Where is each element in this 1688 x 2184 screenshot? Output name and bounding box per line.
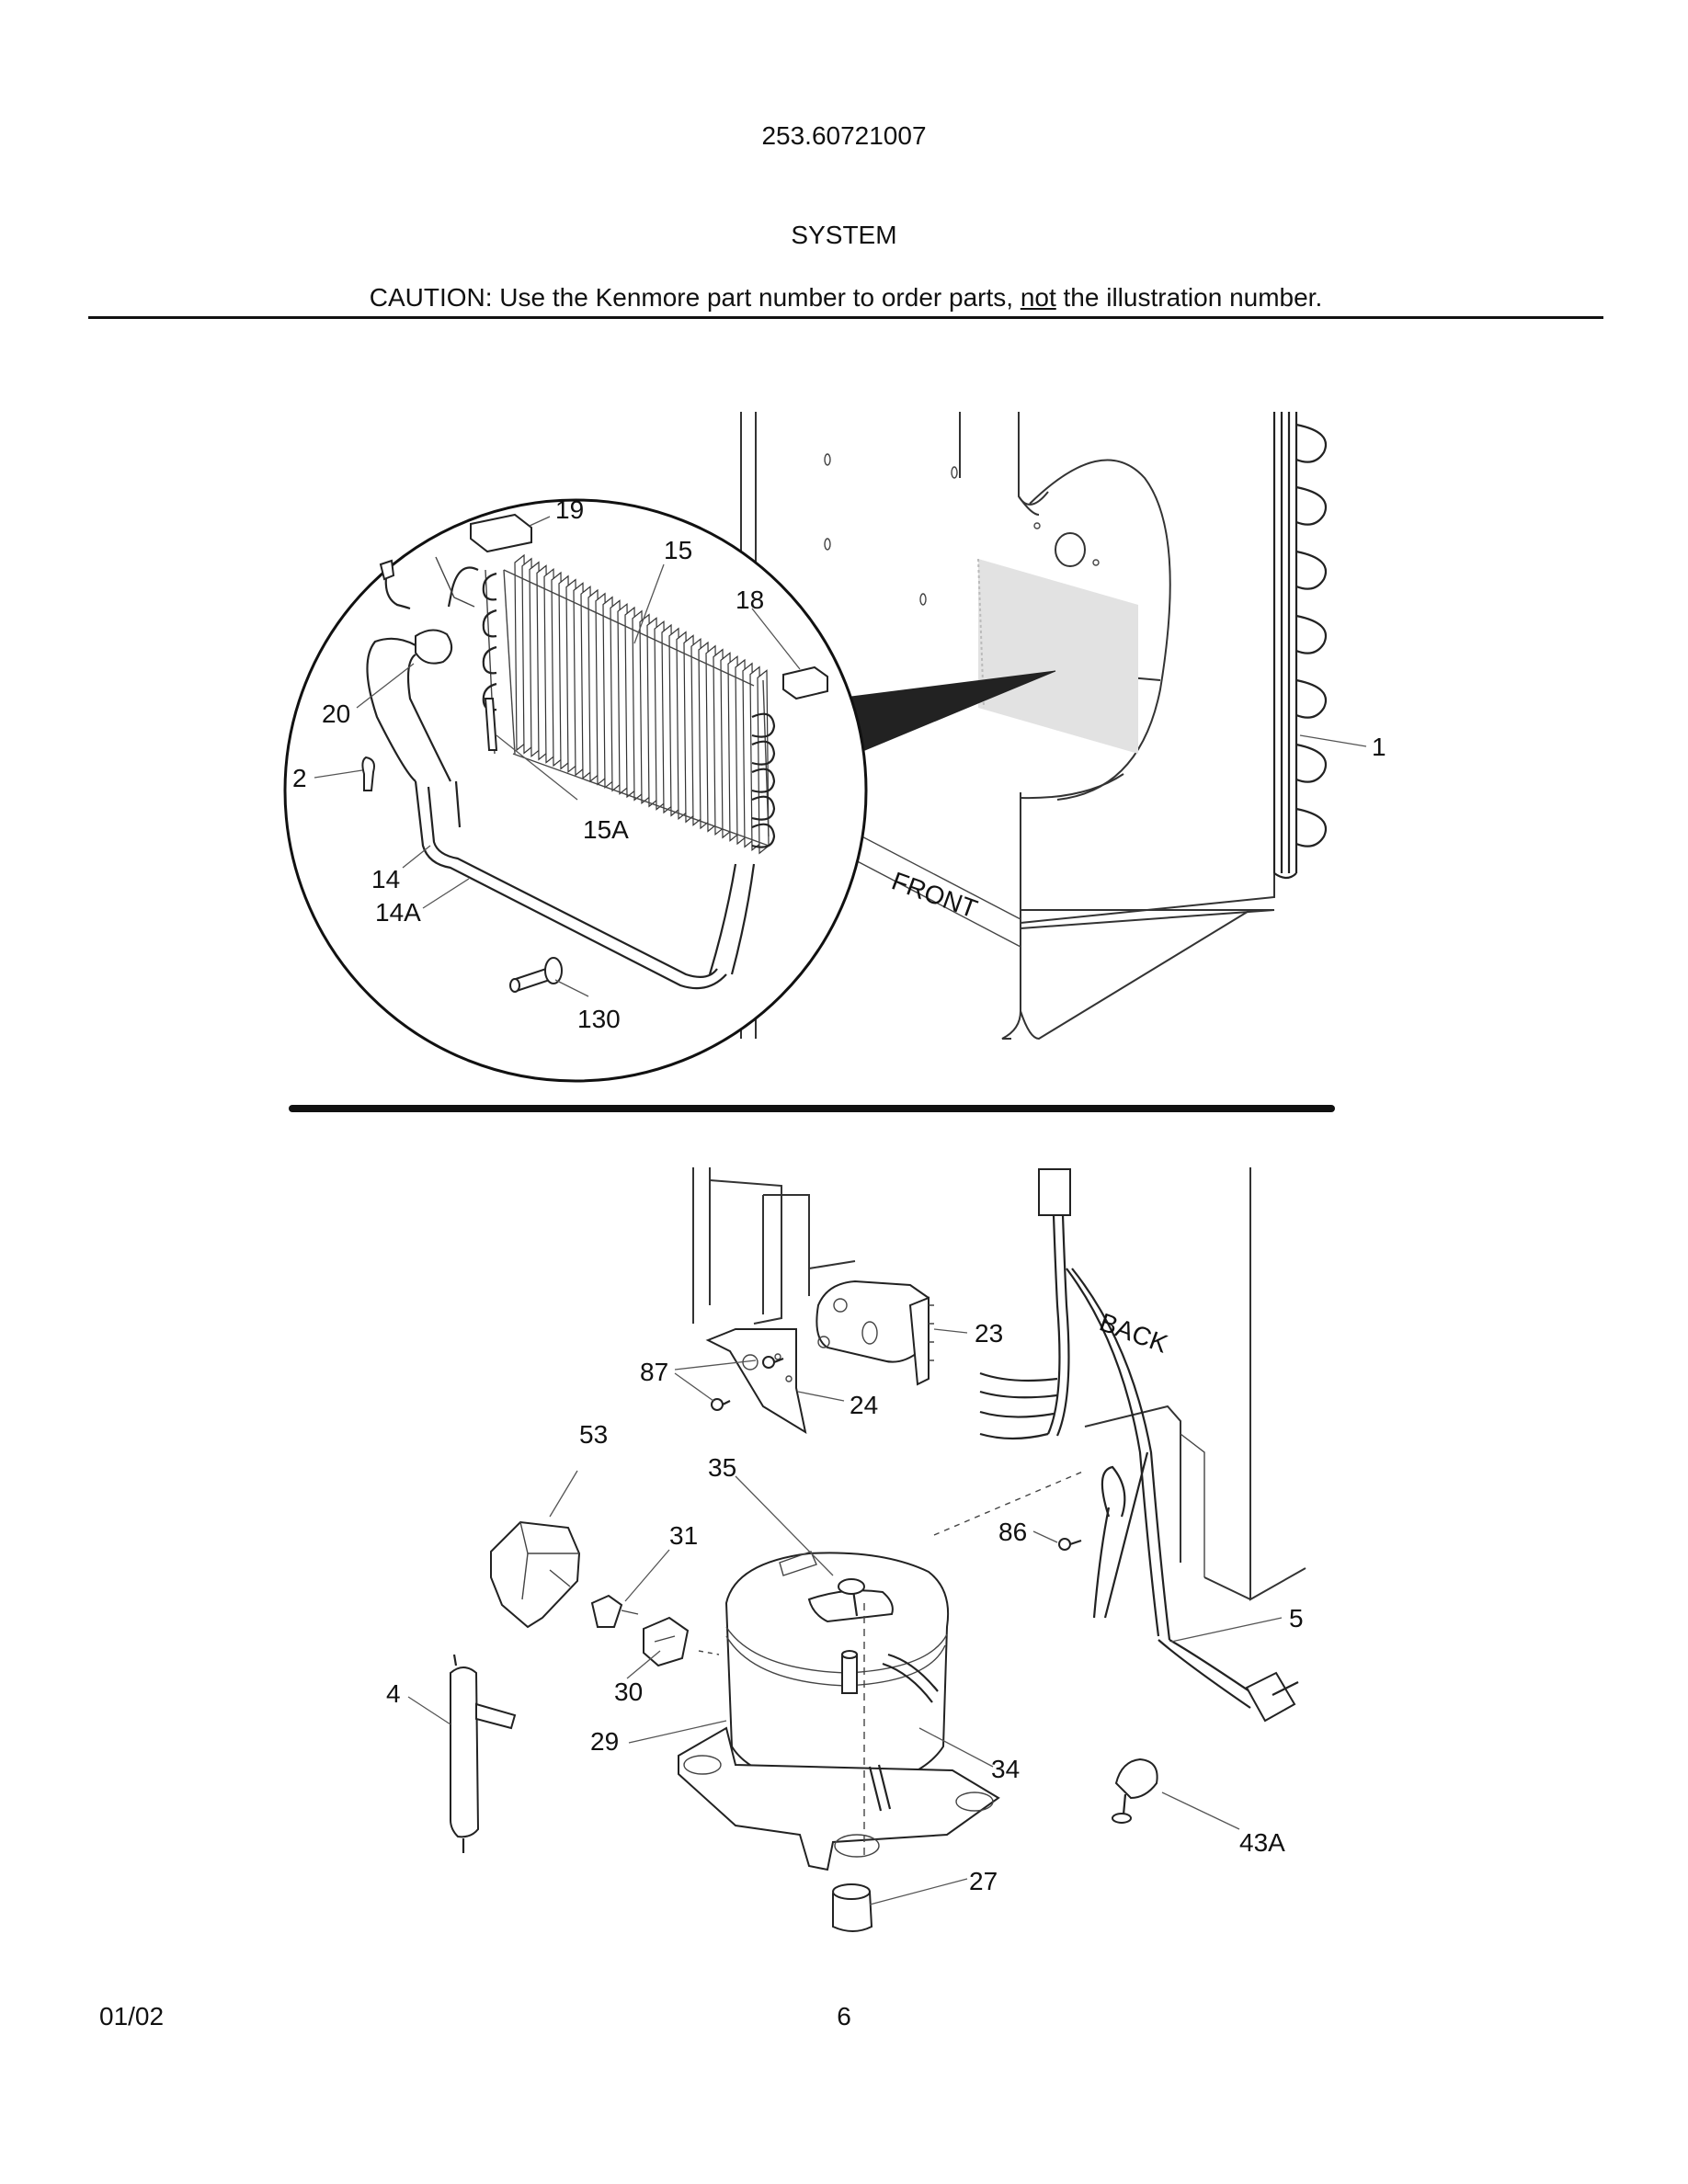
evaporator [482,553,776,975]
callout-53: 53 [579,1420,608,1449]
part-19-block [470,513,532,553]
callout-23: 23 [975,1319,1003,1348]
defrost-probe [484,698,498,751]
ground-wire [1101,1465,1126,1518]
page-number: 6 [837,2002,851,2030]
callout-14: 14 [371,865,400,893]
lower-diagram: BACK 23 87 24 53 35 31 86 30 4 29 34 5 4… [386,1167,1306,1932]
callout-2: 2 [292,764,307,792]
lower-leader-lines [407,1328,1283,1905]
caution-note: CAUTION: Use the Kenmore part number to … [88,283,1603,313]
relay-cover-53 [490,1520,581,1629]
callout-86: 86 [998,1518,1027,1546]
part-130-plug [509,957,563,993]
callout-130: 130 [577,1005,621,1033]
caution-prefix: CAUTION: Use the Kenmore part number to … [369,283,1021,312]
revision-date: 01/02 [99,2002,165,2030]
callout-5: 5 [1289,1604,1304,1632]
section-title: SYSTEM [791,221,897,249]
lower-callouts: 23 87 24 53 35 31 86 30 4 29 34 5 43A 27 [386,1319,1304,1895]
callout-29: 29 [590,1727,619,1756]
callout-35: 35 [708,1453,736,1482]
caution-emphasis: not [1020,283,1056,312]
callout-43A: 43A [1239,1828,1285,1857]
bolt-35 [838,1578,865,1617]
callout-27: 27 [969,1867,998,1895]
condenser-coil [1272,412,1327,880]
part-2-clip [361,756,375,791]
callout-15: 15 [664,536,692,564]
callout-24: 24 [850,1391,878,1419]
relay-30 [643,1616,690,1667]
harness-20 [366,559,453,782]
caution-suffix: the illustration number. [1055,283,1323,312]
overload-31 [590,1594,639,1628]
cabinet-interior-drawing [740,412,1275,1041]
callout-14A: 14A [375,898,421,927]
timer-harness [979,1168,1171,1641]
callout-20: 20 [322,700,350,728]
screw-86 [1058,1538,1082,1551]
callout-4: 4 [386,1679,401,1708]
cabinet-bottom-drawing [692,1167,1306,1601]
power-cord-5 [1158,1639,1299,1723]
header-rule [88,316,1603,319]
screws-87 [711,1356,784,1411]
grommet-27 [832,1883,873,1932]
clip-43A [1112,1757,1158,1824]
callout-34: 34 [991,1755,1020,1783]
callout-15A: 15A [583,815,629,844]
callout-31: 31 [669,1521,698,1550]
callout-30: 30 [614,1678,643,1706]
upper-callouts: 19 15 18 20 2 15A 14 14A 130 1 [292,495,1386,1033]
compressor-29 [678,1551,1000,1871]
model-number: 253.60721007 [761,121,927,150]
bracket-24 [705,1328,807,1435]
callout-87: 87 [640,1358,668,1386]
part-18-block [782,665,828,700]
filter-drier-4 [450,1654,517,1853]
callout-1: 1 [1372,733,1386,761]
callout-19: 19 [555,495,584,524]
defrost-timer-23 [815,1280,934,1386]
upper-diagram: FRONT 19 15 18 20 2 15A 14 14A 130 1 [283,412,1386,1083]
back-label: BACK [1096,1308,1172,1359]
suction-line-14 [414,780,727,990]
upper-leader-lines [314,516,1367,997]
callout-18: 18 [736,586,764,614]
